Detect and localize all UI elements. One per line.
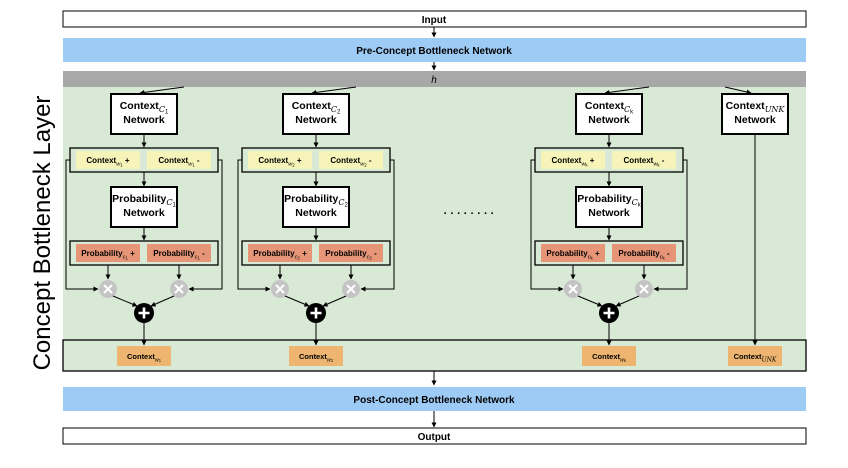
col3-context-plus-pill [541, 151, 605, 169]
col3-probability-network-box [575, 186, 643, 228]
col3-ctxminus-bypass [653, 159, 688, 292]
col2-prob-plus-pill [248, 244, 312, 262]
col1-add-node-plus-icon [138, 307, 150, 319]
col2-prob-minus-label: Probabilityc2 - [325, 249, 377, 260]
col2-context-minus-label: Contextw2 - [330, 156, 372, 167]
col1-probability-network-line2: Network [123, 207, 165, 219]
post-concept-network-bar [63, 387, 806, 411]
col2-context-network-box [282, 93, 350, 135]
col3-context-minus-pill [612, 151, 676, 169]
unk-context-network-line2: Network [734, 114, 776, 126]
col1-prob-minus-label: Probabilityc1 - [153, 249, 205, 260]
col2-add-node-plus-icon [310, 307, 322, 319]
unk-context-network-title: ContextUNK [726, 100, 786, 114]
col1-ctxminus-bypass [188, 159, 223, 292]
h-bar [63, 71, 806, 87]
col3-context-network-title: ContextCk [585, 100, 634, 116]
concept-bottleneck-layer [63, 87, 806, 341]
col1-prob-plus-label: Probabilityc1 + [81, 249, 135, 260]
output-label: Output [418, 432, 451, 443]
col2-probability-network-line2: Network [295, 207, 337, 219]
col2-context-network-title: ContextC2 [292, 100, 341, 116]
col2-ctxminus-bypass [360, 159, 395, 292]
col2-mult-to-add-1 [284, 295, 310, 307]
col1-multiply-node-plus-x-icon [103, 284, 113, 294]
unk-h-arrow [724, 86, 752, 95]
col3-output-label: Contextwk [592, 352, 627, 363]
input-label: Input [422, 15, 447, 26]
col3-add-node-plus-icon [603, 307, 615, 319]
col1-ctxplus-bypass [65, 159, 99, 292]
col2-mult-to-add-2 [322, 295, 347, 307]
output-box [62, 427, 807, 445]
col2-context-network-line2: Network [295, 114, 337, 126]
col3-prob-plus-label: Probabilityck + [546, 249, 600, 260]
col3-prob-minus-label: Probabilityck - [618, 249, 670, 260]
col2-context-plus-pill [248, 151, 312, 169]
col3-h-arrow [604, 86, 650, 95]
pre-concept-network-bar [63, 38, 806, 62]
col1-mult-to-add-2 [150, 295, 175, 307]
col3-context-minus-label: Contextwk - [624, 156, 665, 167]
col3-probability-network-title: ProbabilityCk [577, 193, 641, 209]
col3-context-plus-label: Contextwk + [552, 156, 595, 167]
col3-prob-minus-pill [612, 244, 676, 262]
col3-mult-to-add-2 [615, 295, 640, 307]
col1-context-network-title: ContextC1 [120, 100, 169, 116]
col3-output-pill [582, 346, 636, 366]
col2-context-minus-pill [319, 151, 383, 169]
col3-mult-to-add-1 [577, 295, 603, 307]
pre-concept-network-label: Pre-Concept Bottleneck Network [356, 46, 512, 57]
col1-prob-plus-pill [76, 244, 140, 262]
col3-multiply-node-plus-x-icon [568, 284, 578, 294]
col1-multiply-node-minus-x-icon [174, 284, 184, 294]
col2-probability-network-box [282, 186, 350, 228]
col1-prob-minus-pill [147, 244, 211, 262]
col2-ctxplus-bypass [237, 159, 271, 292]
col2-output-label: Contextw2 [299, 352, 334, 363]
col1-probability-group [69, 240, 219, 266]
col3-prob-plus-pill [541, 244, 605, 262]
col2-prob-plus-label: Probabilityc2 + [253, 249, 307, 260]
col3-probability-group [534, 240, 684, 266]
col1-mult-to-add-1 [112, 295, 138, 307]
ellipsis: · · · · · · · · [444, 208, 495, 220]
col2-context-plus-label: Contextw2 + [258, 156, 302, 167]
col2-output-pill [289, 346, 343, 366]
col2-prob-minus-pill [319, 244, 383, 262]
col2-probability-group [241, 240, 391, 266]
col1-context-network-box [110, 93, 178, 135]
col1-context-minus-label: Contextw1 - [158, 156, 200, 167]
col1-context-minus-pill [147, 151, 211, 169]
col3-context-network-line2: Network [588, 114, 630, 126]
col1-h-arrow [139, 86, 185, 95]
col1-probability-network-title: ProbabilityC1 [112, 193, 176, 209]
col2-multiply-node-minus-x-icon [346, 284, 356, 294]
col1-probability-network-box [110, 186, 178, 228]
col3-multiply-node-minus-x-icon [639, 284, 649, 294]
col2-probability-network-title: ProbabilityC2 [284, 193, 348, 209]
col1-context-plus-pill [76, 151, 140, 169]
col3-ctxplus-bypass [530, 159, 564, 292]
output-context-band [62, 339, 807, 372]
col2-h-arrow [311, 86, 357, 95]
post-concept-network-label: Post-Concept Bottleneck Network [353, 395, 515, 406]
concept-bottleneck-layer-label: Concept Bottleneck Layer [29, 96, 56, 371]
col1-context-plus-label: Contextw1 + [86, 156, 130, 167]
col1-output-pill [117, 346, 171, 366]
h-label: h [431, 75, 437, 86]
unk-output-pill [728, 346, 782, 366]
col1-output-label: Contextw1 [127, 352, 162, 363]
col1-context-network-line2: Network [123, 114, 165, 126]
unk-output-label: ContextUNK [734, 352, 777, 364]
col3-context-network-box [575, 93, 643, 135]
col3-probability-network-line2: Network [588, 207, 630, 219]
col2-multiply-node-plus-x-icon [275, 284, 285, 294]
